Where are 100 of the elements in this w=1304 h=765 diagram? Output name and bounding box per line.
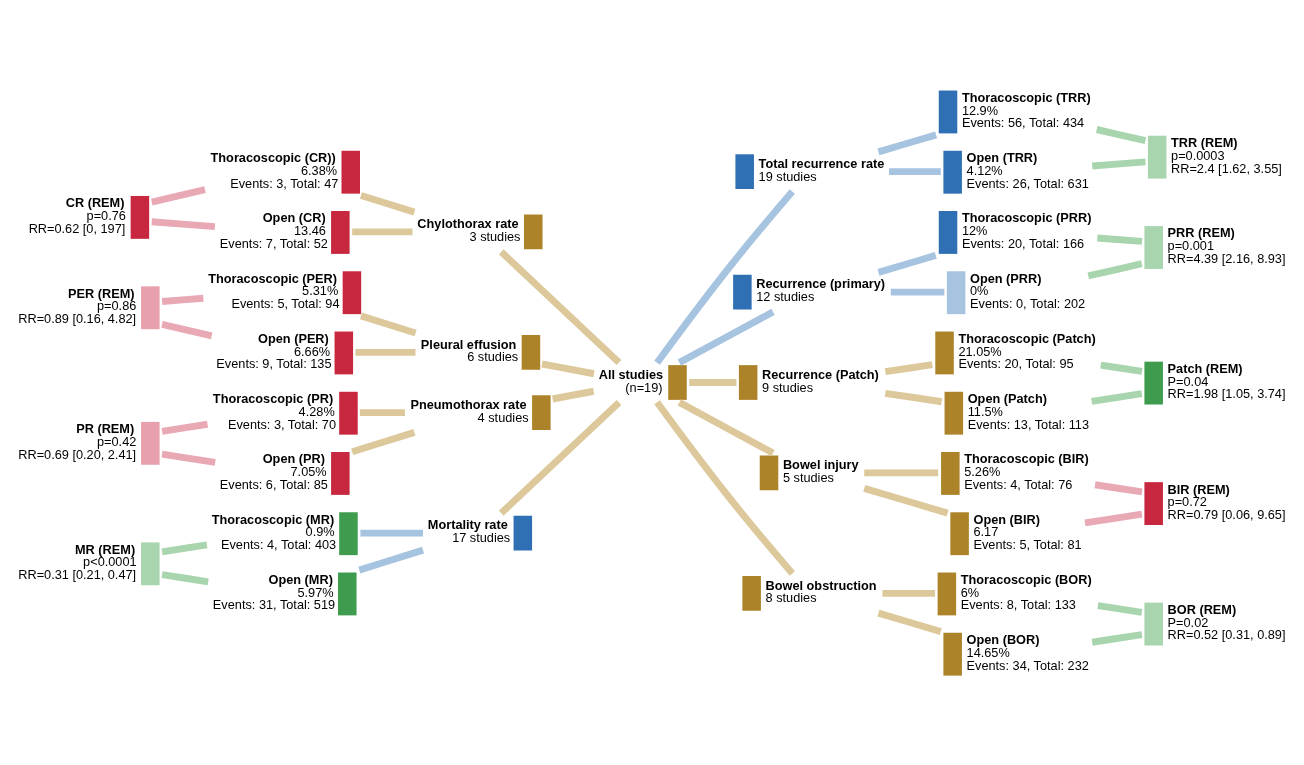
node-label: PR (REM) [76,421,135,437]
connector [1087,260,1143,280]
node-label: Events: 26, Total: 631 [966,175,1089,191]
node-label: PRR (REM) [1167,225,1235,241]
connector [498,249,622,365]
node-label: Open (Patch) [967,391,1047,407]
node-label: Events: 4, Total: 403 [221,537,337,553]
node-label: 19 studies [758,168,817,184]
node-box [938,90,958,134]
node-box [130,195,150,239]
connector [150,186,206,206]
node-label: 4 studies [477,409,529,425]
connector [877,252,937,276]
node-label: Recurrence (primary) [756,276,886,292]
node-label: CR (REM) [65,195,125,211]
node-box [938,211,958,254]
node-label: RR=0.31 [0.21, 0.47] [18,567,137,583]
connector [552,387,595,403]
node-label: Patch (REM) [1167,361,1243,376]
node-label: Bowel obstruction [765,577,877,593]
node-box [1144,482,1163,525]
node-box [1144,361,1163,405]
connector [1091,158,1146,170]
connector [1084,510,1143,527]
connector [877,131,938,156]
node-label: 6 studies [467,349,519,365]
node-box [1144,226,1163,269]
connector [161,420,209,435]
node-label: Recurrence (Patch) [762,366,879,382]
node-label: TRR (REM) [1171,135,1238,151]
node-label: RR=0.69 [0.20, 2.41] [18,446,137,462]
node-box [339,391,358,435]
node-label: Events: 34, Total: 232 [966,657,1089,673]
connector [498,400,622,516]
node-box [331,211,350,254]
connector [151,218,216,231]
node-label: Events: 3, Total: 70 [227,416,337,432]
node-label: Open (PER) [258,330,329,346]
node-label: Pleural effusion [420,336,517,352]
node-box [331,452,350,495]
connector [884,361,933,376]
node-box [944,391,964,435]
node-label: (n=19) [625,379,663,395]
node-label: Open (PRR) [970,270,1042,286]
node-label: Open (PR) [262,451,325,467]
node-label: Open (BIR) [973,511,1041,527]
connector [161,320,213,340]
node-box [513,515,533,551]
node-label: 9 studies [762,379,814,395]
connector [1096,126,1147,145]
connector [884,389,943,406]
node-label: 21.05% [958,343,1002,359]
node-label: Events: 9, Total: 135 [216,356,332,372]
node-box [937,572,957,616]
node-label: All studies [598,366,664,382]
node-box [946,271,966,315]
connector [541,360,595,378]
connector [1091,390,1143,405]
node-label: Open (TRR) [966,150,1038,166]
node-label: Thoracoscopic (TRR) [961,89,1091,105]
node-label: Events: 31, Total: 519 [212,597,336,613]
node-box [943,150,962,194]
connector [359,312,417,337]
connector [677,399,775,457]
node-label: Thoracoscopic (Patch) [958,330,1096,346]
node-label: Events: 7, Total: 52 [219,235,328,251]
node-box [668,365,687,400]
node-label: Pneumothorax rate [410,396,527,412]
node-label: Mortality rate [427,517,508,533]
node-box [735,154,754,189]
node-label: Events: 56, Total: 434 [961,115,1085,131]
connector [654,189,795,365]
connector [877,609,942,635]
node-box [338,572,357,616]
connector [654,400,795,576]
node-label: 8 studies [765,590,817,606]
connector [890,288,945,296]
node-label: Thoracoscopic (PER) [208,270,338,286]
connector [161,450,216,466]
node-label: Thoracoscopic (MR) [211,511,335,527]
node-box [941,452,960,495]
connector [161,541,208,556]
node-label: Thoracoscopic (BOR) [960,571,1092,587]
node-label: PER (REM) [68,285,135,301]
connector [1100,361,1143,375]
node-box [943,632,962,676]
node-label: Thoracoscopic (PRR) [961,210,1092,226]
node-box [950,512,969,556]
node-label: Events: 3, Total: 47 [230,175,339,191]
node-box [342,271,362,315]
node-box [523,214,543,250]
connector [863,485,949,517]
node-label: RR=0.52 [0.31, 0.89] [1167,627,1286,643]
node-label: Total recurrence rate [758,155,885,171]
connector [358,546,425,574]
node-label: RR=0.89 [0.16, 4.82] [18,311,137,327]
node-label: MR (REM) [75,541,136,557]
node-label: Events: 5, Total: 81 [973,537,1082,553]
node-box [141,286,160,330]
node-box [935,331,954,375]
